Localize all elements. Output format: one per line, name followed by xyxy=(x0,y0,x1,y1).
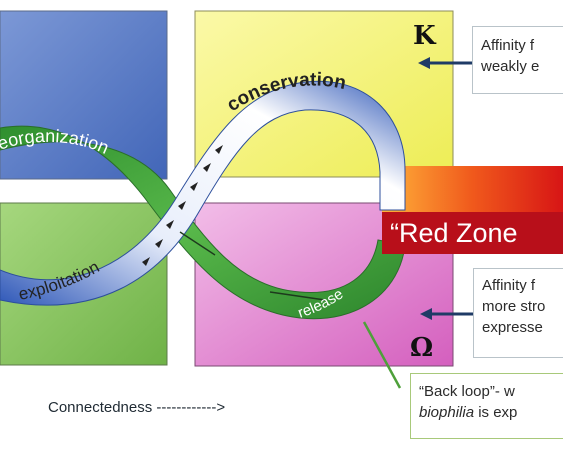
front-loop-band xyxy=(0,80,406,306)
quadrant-blue xyxy=(0,10,168,180)
callout-back-loop: “Back loop”- w biophilia is exp xyxy=(410,373,563,439)
back-loop-connector xyxy=(362,321,402,389)
callout-arrow-k xyxy=(418,57,472,69)
connectedness-axis-label: Connectedness ------------> xyxy=(48,399,226,416)
front-loop-arrows xyxy=(142,145,223,266)
biophilia-term: biophilia xyxy=(419,404,475,421)
callout-back-line-1: “Back loop”- w xyxy=(419,383,515,400)
callout-omega-line-2: more stro xyxy=(482,298,546,315)
red-zone-label: “Red Zone xyxy=(382,212,563,254)
callout-k-line-2: weakly e xyxy=(481,58,540,75)
callout-omega-line-1: Affinity f xyxy=(482,277,536,294)
callout-back-line-2-rest: is exp xyxy=(474,404,518,421)
back-loop-arrows xyxy=(179,231,326,301)
callout-k-line-1: Affinity f xyxy=(481,37,535,54)
k-symbol: K xyxy=(413,21,437,51)
callout-omega-line-3: expresse xyxy=(482,319,543,336)
callout-omega-affinity: Affinity f more stro expresse xyxy=(473,268,563,358)
callout-arrow-omega xyxy=(420,308,473,320)
callout-back-line-2: biophilia is exp xyxy=(419,402,563,423)
omega-symbol: Ω xyxy=(410,333,433,363)
callout-k-affinity: Affinity f weakly e xyxy=(472,26,563,94)
